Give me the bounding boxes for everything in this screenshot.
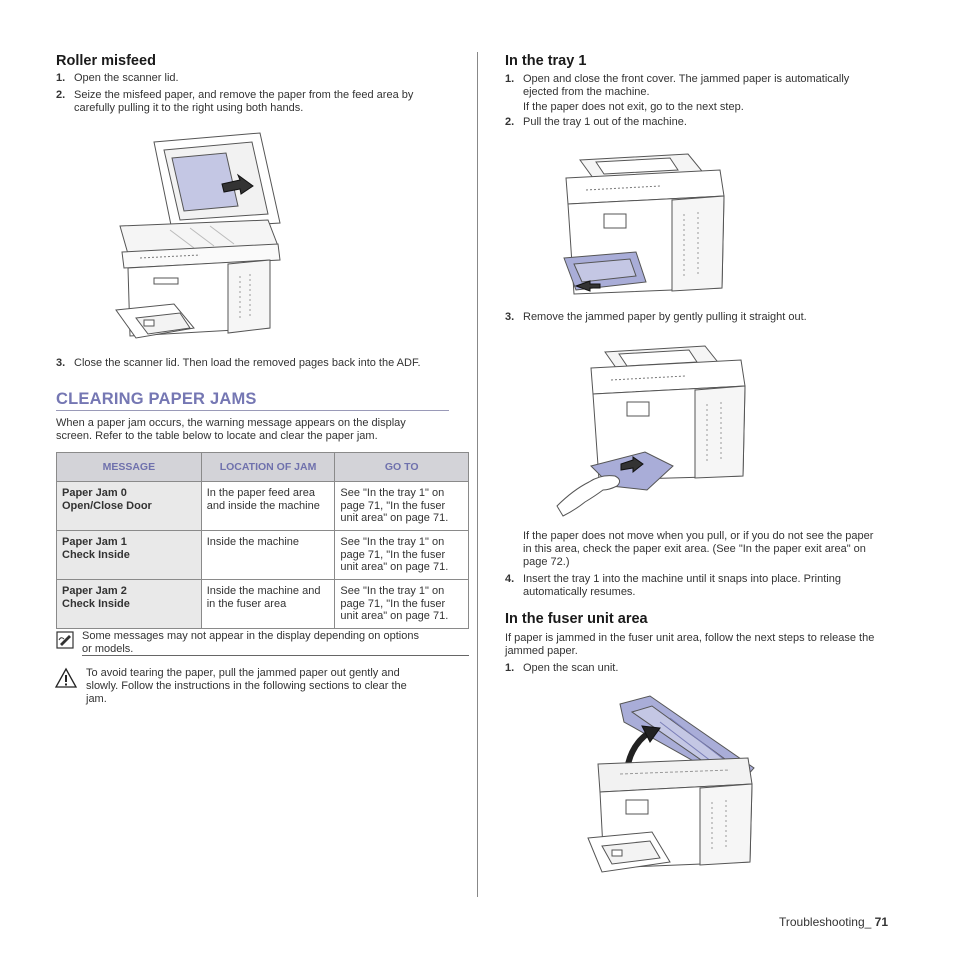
note-rule [82, 655, 469, 656]
tray-after-line3: page 72.) [523, 556, 570, 568]
roller-misfeed-heading: Roller misfeed [56, 53, 156, 69]
page-number: 71 [874, 915, 888, 929]
roller-step-2: 2. Seize the misfeed paper, and remove t… [56, 89, 414, 114]
caution-line2: slowly. Follow the instructions in the f… [86, 680, 407, 692]
fuser-intro-line2: jammed paper. [505, 645, 578, 657]
tray-step-3: 3. Remove the jammed paper by gently pul… [505, 311, 807, 323]
footer-section: Troubleshooting_ [779, 915, 872, 929]
header-goto: GO TO [334, 452, 469, 482]
tray-after-text: If the paper does not move when you pull… [523, 530, 923, 569]
fuser-unit-heading: In the fuser unit area [505, 611, 648, 627]
caution-line1: To avoid tearing the paper, pull the jam… [86, 667, 400, 679]
tray-step-4: 4. Insert the tray 1 into the machine un… [505, 573, 841, 598]
note-line2: or models. [82, 643, 134, 655]
paper-jam-table: MESSAGE LOCATION OF JAM GO TO Paper Jam … [56, 452, 469, 629]
column-divider [477, 52, 478, 897]
location-cell: Inside the machine [200, 530, 336, 580]
note-line1: Some messages may not appear in the disp… [82, 630, 419, 642]
page-footer: Troubleshooting_ 71 [779, 915, 888, 929]
fuser-intro: If paper is jammed in the fuser unit are… [505, 632, 925, 658]
section-rule [56, 410, 449, 411]
clearing-intro: When a paper jam occurs, the warning mes… [56, 417, 456, 443]
roller-step-3: 3. Close the scanner lid. Then load the … [56, 357, 421, 369]
tray-after-line1: If the paper does not move when you pull… [523, 530, 874, 542]
tray-after-line2: in this area, check the paper exit area.… [523, 543, 866, 555]
tray-step-2: 2. Pull the tray 1 out of the machine. [505, 116, 687, 128]
table-header-row: MESSAGE LOCATION OF JAM GO TO [56, 452, 469, 482]
scanner-lid-open-illustration [115, 132, 281, 339]
remove-jammed-paper-illustration [556, 345, 746, 517]
fuser-intro-line1: If paper is jammed in the fuser unit are… [505, 632, 875, 644]
clearing-intro-line2: screen. Refer to the table below to loca… [56, 430, 378, 442]
tray-step-1: 1. Open and close the front cover. The j… [505, 73, 850, 113]
roller-step-1: 1. Open the scanner lid. [56, 72, 179, 84]
clearing-paper-jams-title: CLEARING PAPER JAMS [56, 390, 257, 408]
note-icon [56, 631, 74, 649]
caution-icon [54, 667, 78, 688]
note-text: Some messages may not appear in the disp… [82, 630, 462, 656]
caution-text: To avoid tearing the paper, pull the jam… [86, 667, 466, 706]
header-location: LOCATION OF JAM [200, 452, 336, 482]
fuser-step-1: 1. Open the scan unit. [505, 662, 619, 674]
tray-pulled-out-illustration [563, 153, 725, 295]
scan-unit-open-illustration [587, 695, 755, 873]
header-message: MESSAGE [56, 452, 202, 482]
tray1-heading: In the tray 1 [505, 53, 587, 69]
clearing-intro-line1: When a paper jam occurs, the warning mes… [56, 417, 406, 429]
caution-line3: jam. [86, 693, 107, 705]
